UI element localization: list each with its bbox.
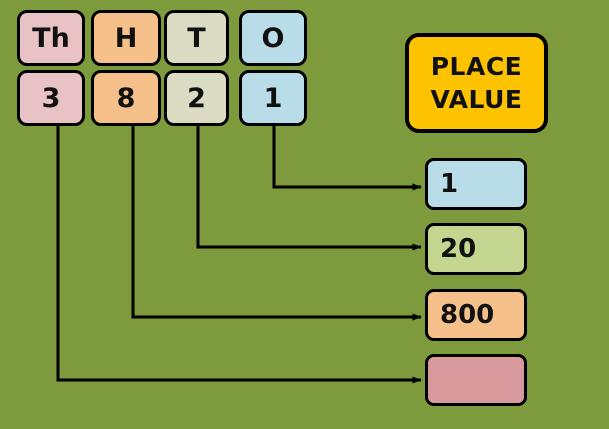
digit-thousands: 3 — [17, 70, 85, 126]
digit-hundreds-label: 8 — [116, 82, 136, 114]
connector-thousands — [56, 126, 422, 384]
connector-ones — [272, 126, 422, 191]
result-box-thousands — [425, 354, 527, 406]
digit-thousands-label: 3 — [41, 82, 61, 114]
connector-tens — [196, 126, 422, 251]
column-heading-tens: T — [164, 10, 229, 66]
digit-hundreds: 8 — [91, 70, 161, 126]
connector-hundreds — [131, 126, 422, 321]
column-heading-thousands: Th — [17, 10, 85, 66]
result-box-tens-label: 20 — [440, 234, 477, 264]
column-heading-ones: O — [239, 10, 307, 66]
digit-ones: 1 — [239, 70, 307, 126]
column-heading-thousands-label: Th — [32, 22, 70, 54]
result-box-ones-label: 1 — [440, 169, 459, 199]
column-heading-hundreds-label: H — [114, 22, 138, 54]
column-heading-tens-label: T — [187, 22, 206, 54]
result-box-tens: 20 — [425, 223, 527, 275]
result-box-hundreds-label: 800 — [440, 300, 495, 330]
digit-tens-label: 2 — [187, 82, 206, 114]
result-box-ones: 1 — [425, 158, 527, 210]
place-value-title-line1: PLACE — [430, 52, 523, 81]
column-heading-ones-label: O — [261, 22, 285, 54]
column-heading-hundreds: H — [91, 10, 161, 66]
place-value-title-line2: VALUE — [430, 85, 523, 114]
result-box-hundreds: 800 — [425, 289, 527, 341]
digit-ones-label: 1 — [263, 82, 283, 114]
digit-tens: 2 — [164, 70, 229, 126]
place-value-title-box: PLACE VALUE — [405, 33, 548, 133]
